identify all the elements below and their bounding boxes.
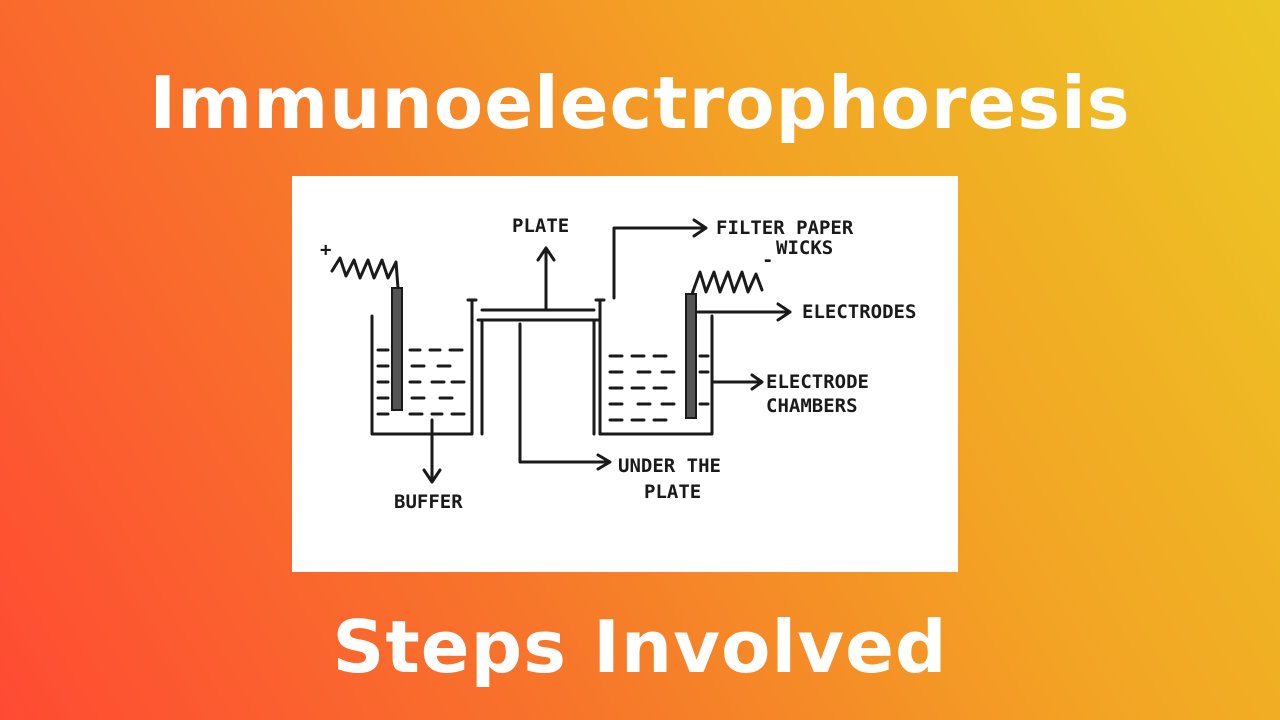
left-wire-zigzag (330, 256, 400, 290)
label-under-the: UNDER THE (618, 455, 721, 477)
label-under-plate: PLATE (644, 481, 701, 503)
label-buffer: BUFFER (394, 491, 463, 513)
page-subtitle: Steps Involved (332, 605, 948, 689)
label-plate: PLATE (512, 215, 569, 237)
left-chamber (370, 298, 474, 436)
electrophoresis-diagram: + - (320, 215, 916, 513)
label-electrodes: ELECTRODES (802, 301, 916, 323)
right-chamber (598, 298, 714, 436)
plate-bridge (480, 318, 596, 436)
minus-sign: - (762, 249, 773, 271)
right-buffer-liquid (608, 354, 710, 422)
diagram-card: + - (292, 176, 958, 572)
right-wire-zigzag (690, 270, 764, 296)
page-title: Immunoelectrophoresis (149, 61, 1131, 145)
label-wicks: WICKS (776, 237, 833, 259)
plus-sign: + (320, 239, 331, 261)
label-filter-paper: FILTER PAPER (716, 217, 854, 239)
label-electrode: ELECTRODE (766, 371, 869, 393)
left-electrode (391, 287, 403, 411)
left-buffer-liquid (376, 348, 466, 416)
label-chambers: CHAMBERS (766, 395, 858, 417)
right-electrode (685, 293, 697, 419)
